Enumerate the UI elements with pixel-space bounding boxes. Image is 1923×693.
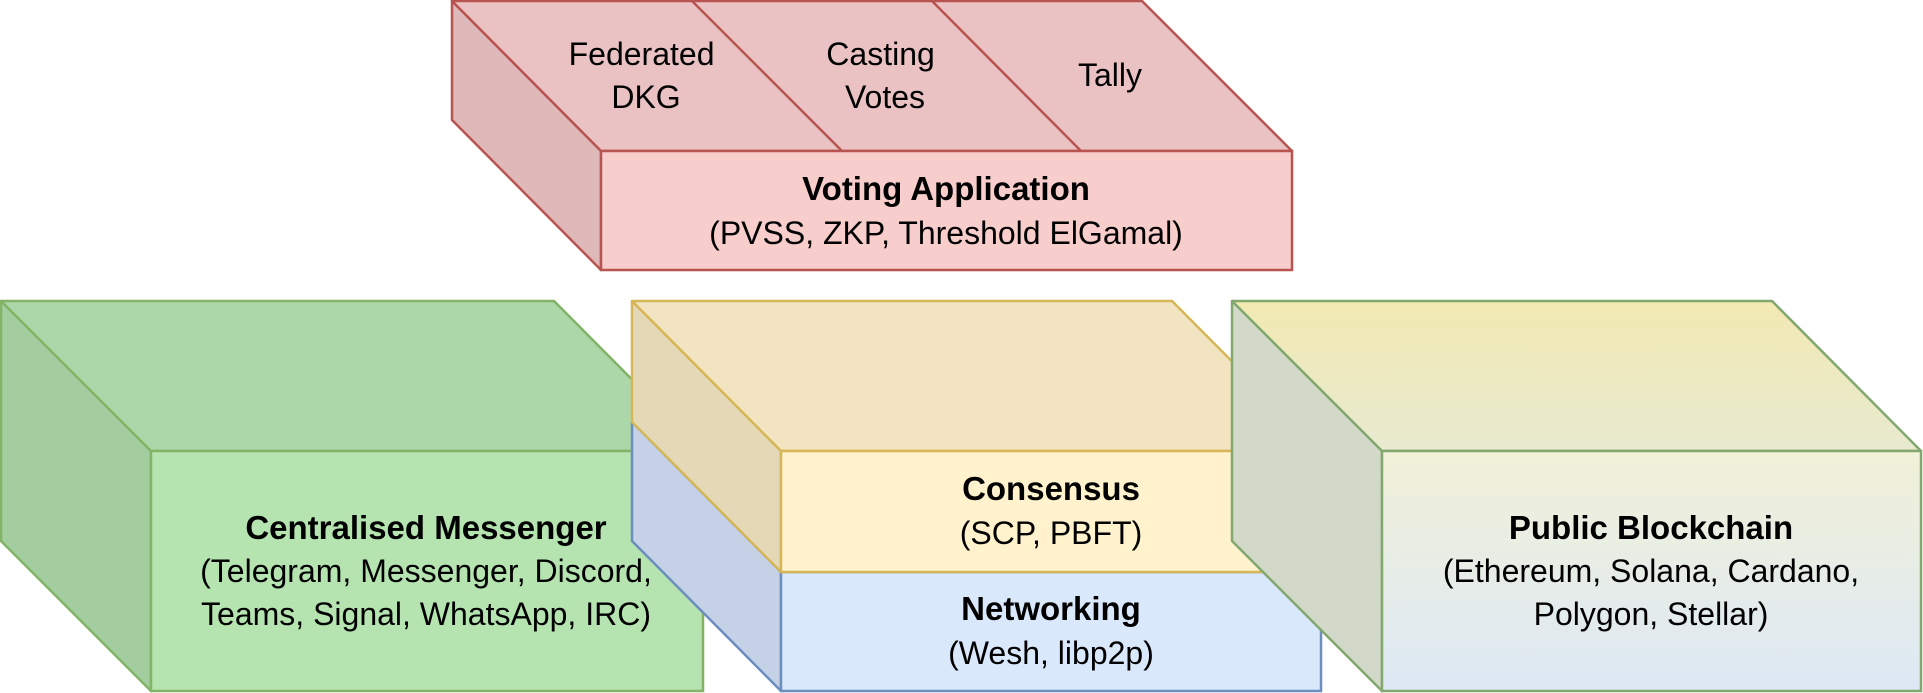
federated-dkg-line2: DKG (611, 79, 680, 115)
voting-application-title: Voting Application (802, 170, 1090, 207)
voting-application-block: Federated DKG Casting Votes Tally Voting… (450, 0, 1294, 272)
tally-label: Tally (1078, 57, 1142, 93)
federated-dkg-line1: Federated (569, 36, 715, 72)
networking-subtitle: (Wesh, libp2p) (948, 635, 1154, 671)
centralised-messenger-line1: (Telegram, Messenger, Discord, (200, 553, 652, 589)
public-blockchain-front-face (1380, 449, 1923, 693)
centralised-messenger-line2: Teams, Signal, WhatsApp, IRC) (201, 596, 651, 632)
centralised-messenger-block: Centralised Messenger (Telegram, Messeng… (0, 299, 705, 693)
public-blockchain-line1: (Ethereum, Solana, Cardano, (1443, 553, 1859, 589)
networking-title: Networking (961, 590, 1141, 627)
voting-application-front-face (599, 149, 1294, 272)
networking-front-face (779, 570, 1323, 693)
casting-votes-line1: Casting (826, 36, 935, 72)
public-blockchain-title: Public Blockchain (1509, 509, 1793, 546)
voting-top-divider-2 (931, 0, 1082, 152)
public-blockchain-block: Public Blockchain (Ethereum, Solana, Car… (1230, 299, 1923, 693)
voting-top-divider-1 (691, 0, 843, 152)
federated-dkg-label: Federated DKG (569, 36, 724, 115)
public-blockchain-line2: Polygon, Stellar) (1534, 596, 1769, 632)
consensus-title: Consensus (962, 470, 1140, 507)
centralised-messenger-title: Centralised Messenger (245, 509, 606, 546)
voting-application-subtitle: (PVSS, ZKP, Threshold ElGamal) (709, 215, 1183, 251)
consensus-subtitle: (SCP, PBFT) (960, 515, 1143, 551)
centralised-messenger-front-face (149, 449, 705, 693)
casting-votes-label: Casting Votes (826, 36, 943, 115)
consensus-networking-block: Consensus (SCP, PBFT) Networking (Wesh, … (630, 299, 1323, 693)
casting-votes-line2: Votes (845, 79, 925, 115)
voting-application-top-face (450, 0, 1294, 153)
